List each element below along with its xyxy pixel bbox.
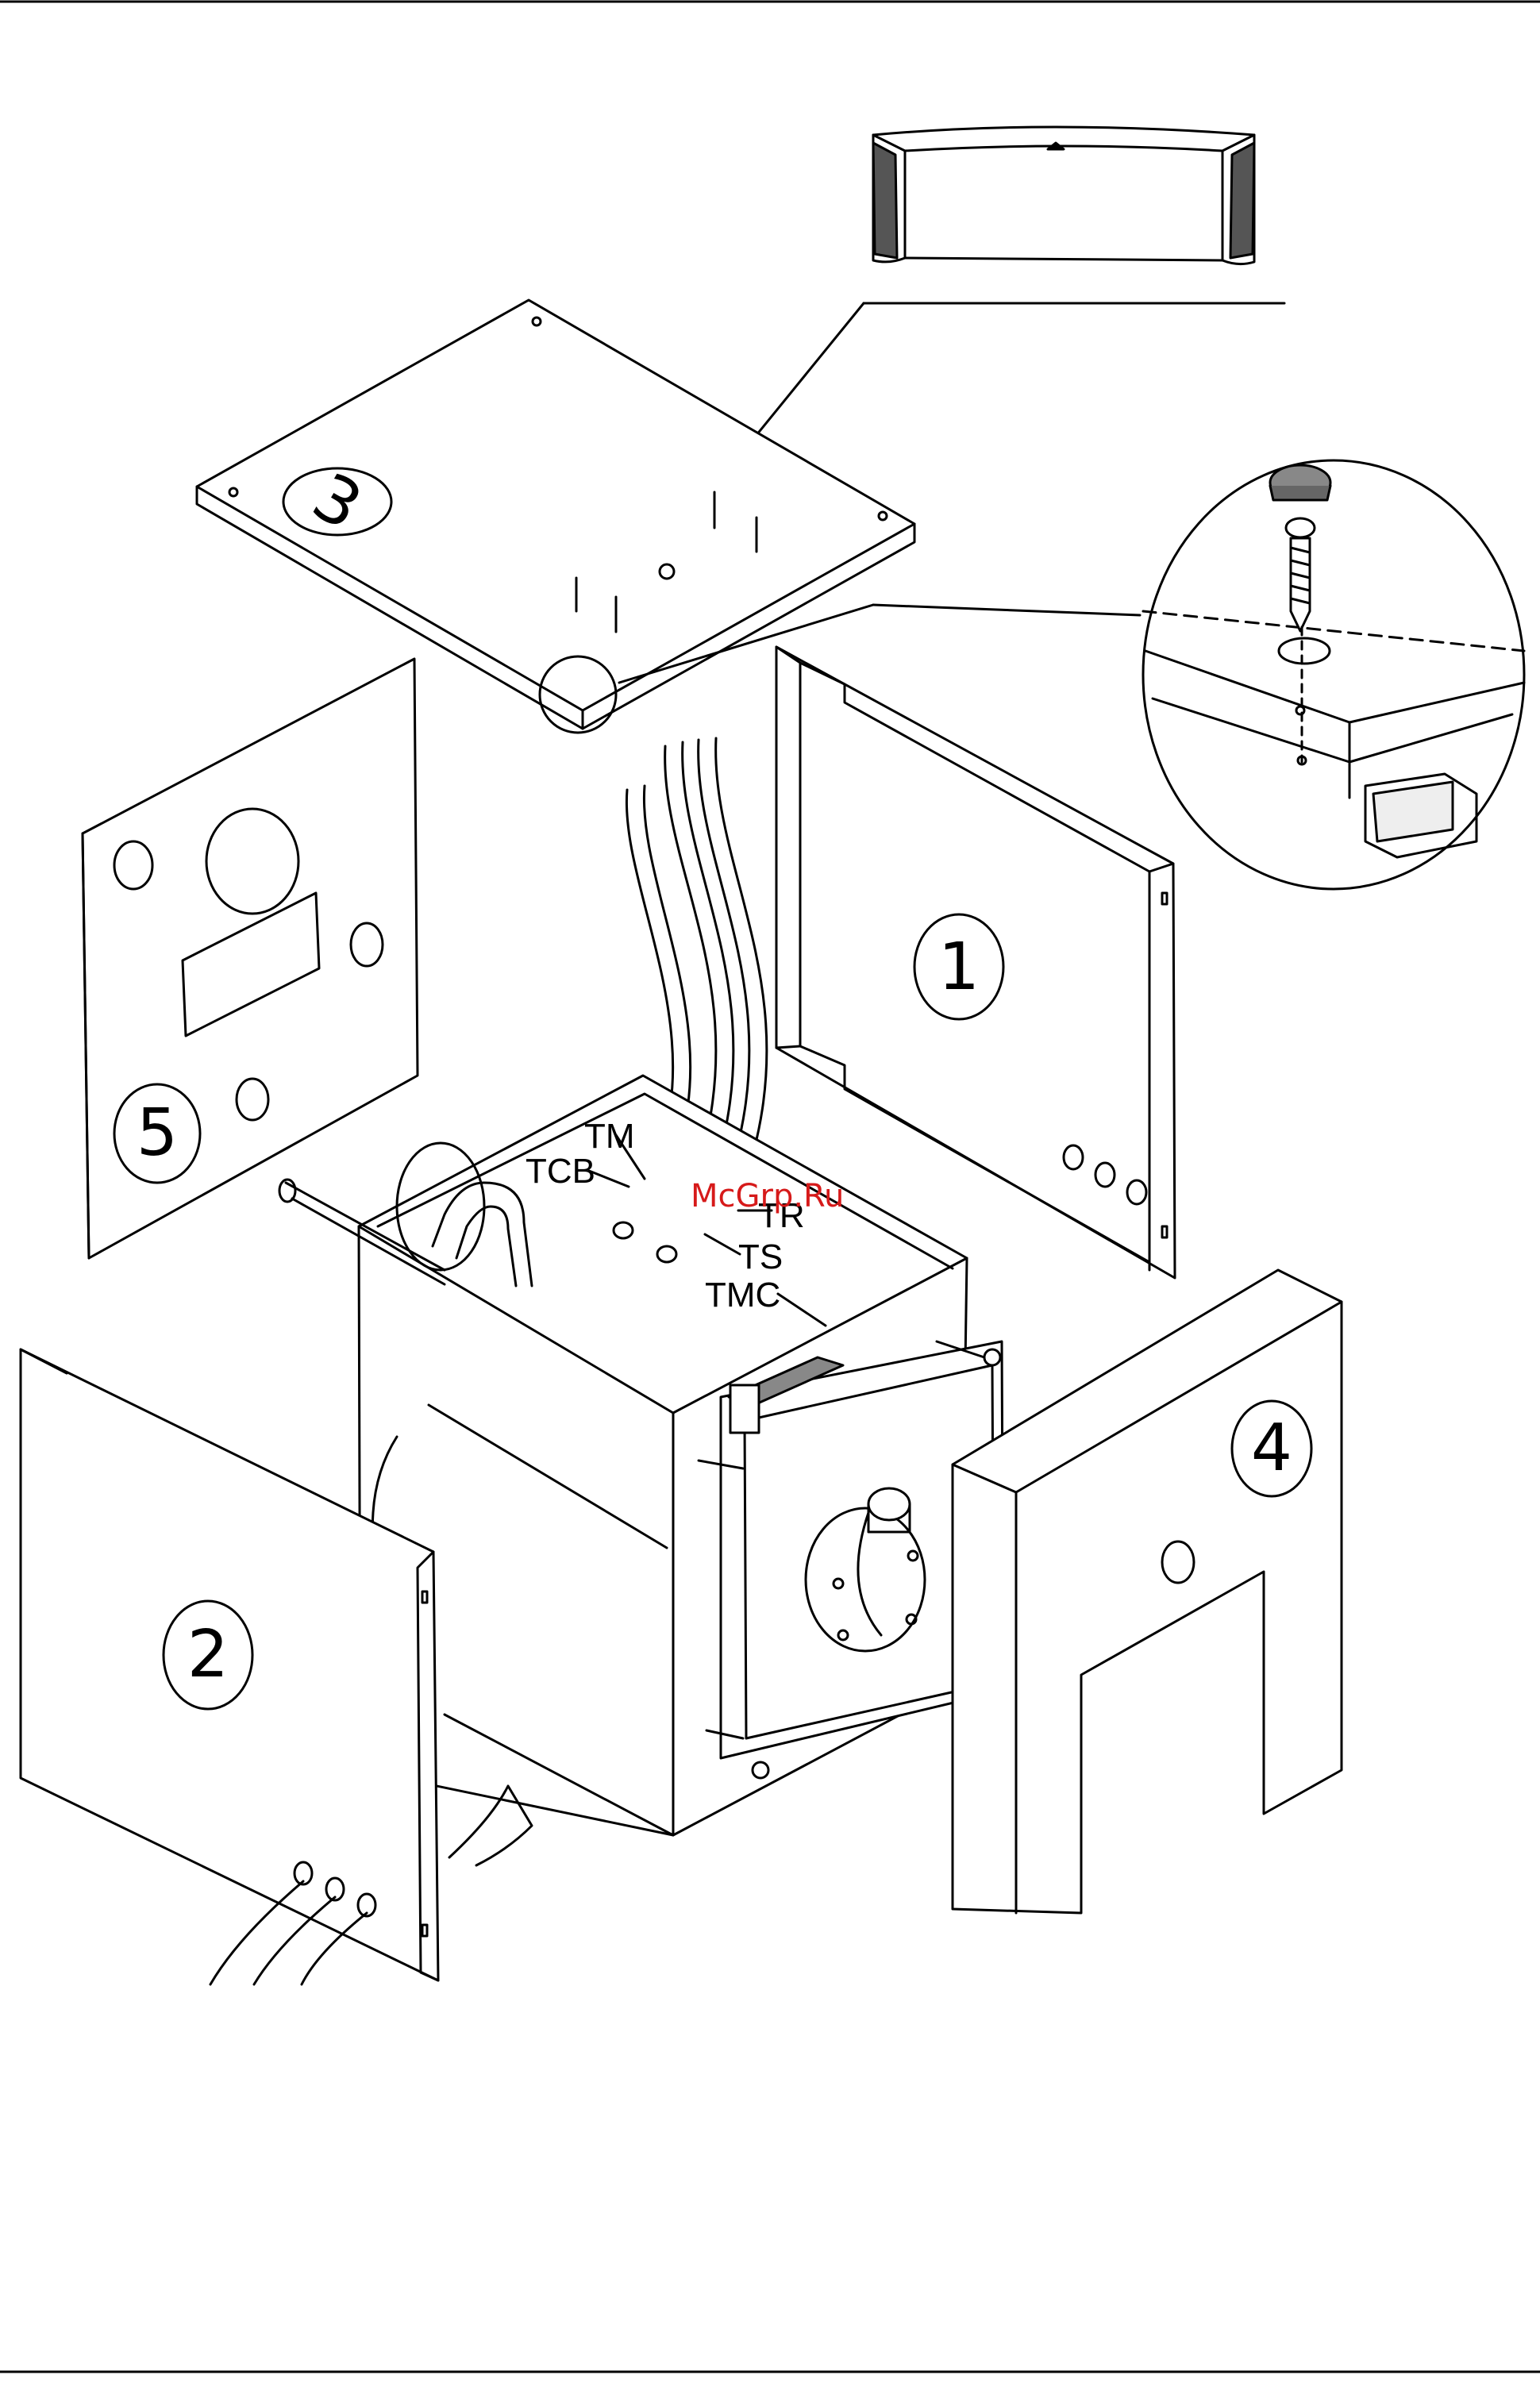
watermark: McGrp.Ru [691,1178,844,1214]
front-panel: 2 [21,1349,532,1984]
label-ts: TS [738,1237,783,1276]
control-panel-cover [873,127,1254,264]
label-tcb: TCB [526,1152,595,1191]
back-frame-panel: 4 [953,1270,1342,1913]
panel-1-label: 1 [938,930,980,1005]
left-side-panel: 5 [83,659,418,1258]
panel-4-label: 4 [1251,1411,1292,1486]
label-tm: TM [584,1117,635,1156]
panel-2-label: 2 [187,1617,229,1692]
panel-5-label: 5 [137,1095,178,1171]
label-tmc: TMC [705,1276,780,1314]
